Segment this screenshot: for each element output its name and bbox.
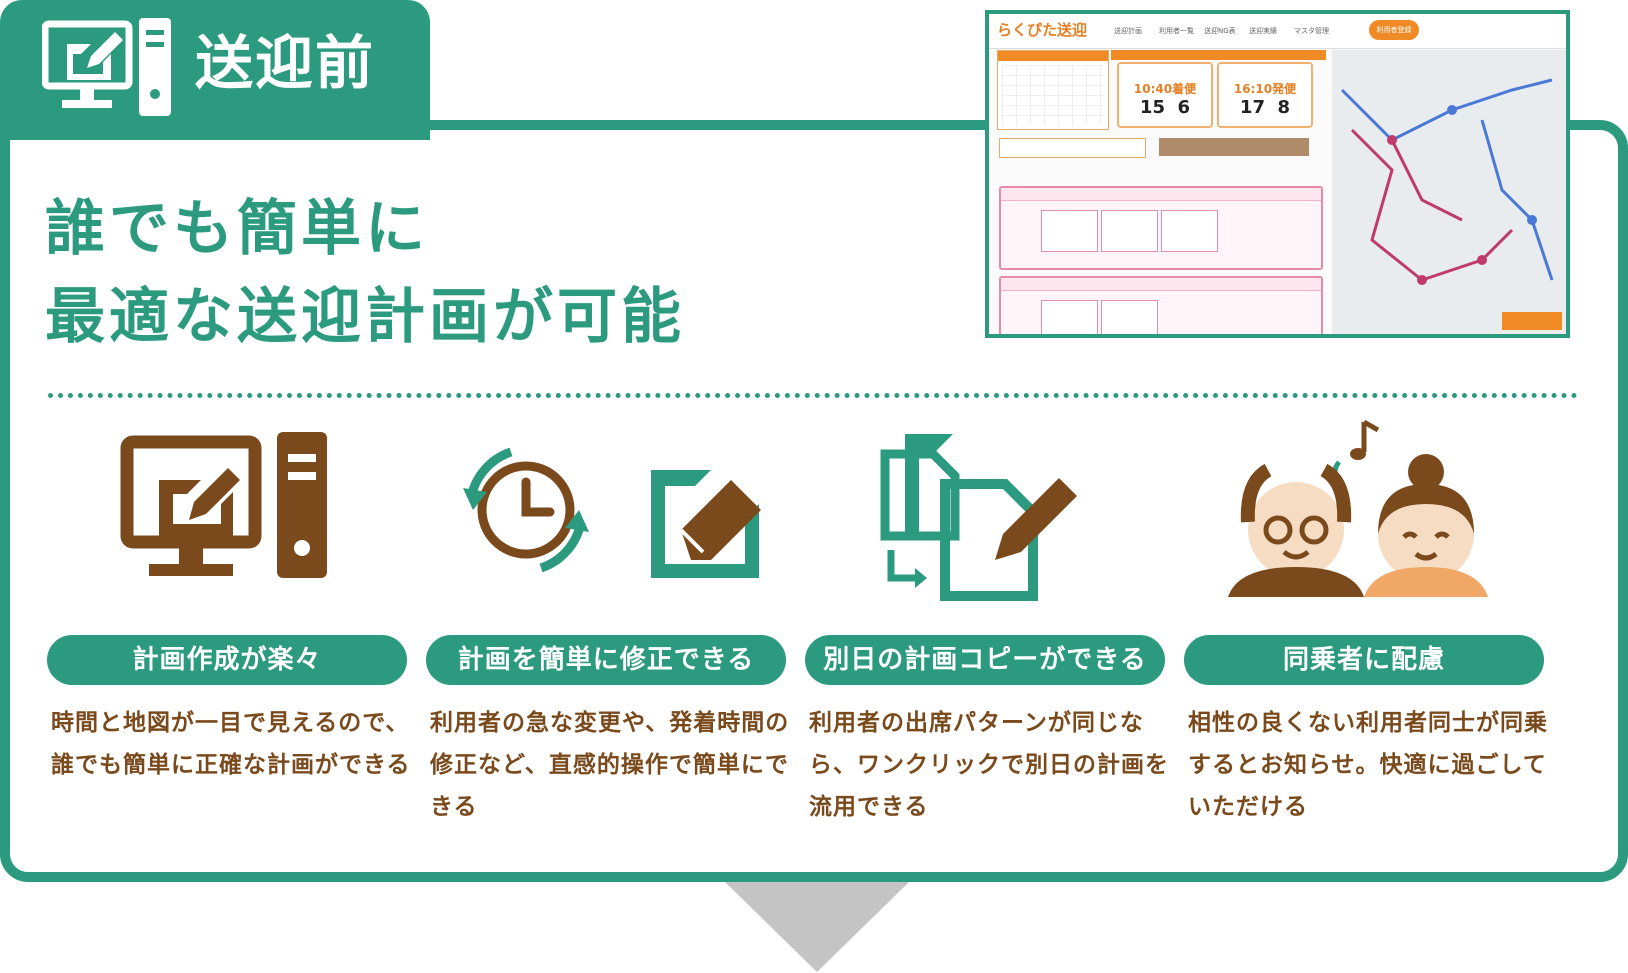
screenshot-card: 16:10発便 17 8 — [1217, 62, 1313, 128]
down-arrow-icon — [725, 882, 909, 972]
screenshot-route-row — [999, 186, 1323, 270]
feature-title: 計画を簡単に修正できる — [426, 635, 786, 685]
elderly-couple-icon — [1228, 419, 1488, 597]
computer-edit-icon — [120, 432, 327, 578]
screenshot-bar — [1111, 50, 1326, 60]
screenshot-header: らくぴた送迎 送迎計画 利用者一覧 送迎NG表 送迎実績 マスタ管理 利用者登録 — [989, 14, 1566, 49]
feature-description: 利用者の出席パターンが同じなら、ワンクリックで別日の計画を流用できる — [809, 710, 1169, 820]
tab-title: 送迎前 — [195, 29, 376, 97]
screenshot-logo: らくぴた送迎 — [997, 21, 1088, 39]
dotted-divider — [48, 393, 1578, 398]
copy-document-icon — [880, 434, 1077, 601]
screenshot-nav-item: 送迎NG表 — [1204, 27, 1236, 35]
clock-eraser-icon — [463, 447, 761, 578]
feature-description: 相性の良くない利用者同士が同乗するとお知らせ。快適に過ごしていただける — [1188, 710, 1548, 820]
headline: 誰でも簡単に 最適な送迎計画が可能 — [45, 185, 685, 361]
headline-line-2: 最適な送迎計画が可能 — [45, 282, 685, 352]
feature-title: 計画作成が楽々 — [47, 635, 407, 685]
screenshot-card: 10:40着便 15 6 — [1117, 62, 1213, 128]
feature-card: 計画作成が楽々 時間と地図が一目で見えるので、誰でも簡単に正確な計画ができる — [47, 430, 410, 778]
screenshot-tabs — [999, 134, 1319, 158]
header-tab: 送迎前 — [0, 0, 430, 140]
screenshot-nav-item: 送迎計画 — [1114, 27, 1142, 35]
screenshot-route-row — [999, 276, 1323, 334]
screenshot-map — [1332, 50, 1566, 334]
feature-title: 同乗者に配慮 — [1184, 635, 1544, 685]
feature-description: 利用者の急な変更や、発着時間の修正など、直感的操作で簡単にできる — [430, 710, 790, 820]
feature-card: 計画を簡単に修正できる 利用者の急な変更や、発着時間の修正など、直感的操作で簡単… — [426, 430, 788, 820]
screenshot-nav-item: 利用者一覧 — [1159, 27, 1194, 35]
feature-card: 同乗者に配慮 相性の良くない利用者同士が同乗するとお知らせ。快適に過ごしていただ… — [1184, 419, 1547, 820]
screenshot-button: 利用者登録 — [1369, 20, 1419, 40]
feature-description: 時間と地図が一目で見えるので、誰でも簡単に正確な計画ができる — [51, 710, 411, 778]
screenshot-calendar — [997, 50, 1109, 130]
feature-title: 別日の計画コピーができる — [805, 635, 1165, 685]
screenshot-nav-item: 送迎実績 — [1249, 27, 1277, 35]
app-screenshot: らくぴた送迎 送迎計画 利用者一覧 送迎NG表 送迎実績 マスタ管理 利用者登録… — [985, 10, 1570, 338]
screenshot-nav-item: マスタ管理 — [1294, 27, 1329, 35]
computer-edit-icon — [42, 18, 171, 116]
feature-card: 別日の計画コピーができる 利用者の出席パターンが同じなら、ワンクリックで別日の計… — [805, 430, 1168, 820]
headline-line-1: 誰でも簡単に — [45, 194, 429, 264]
